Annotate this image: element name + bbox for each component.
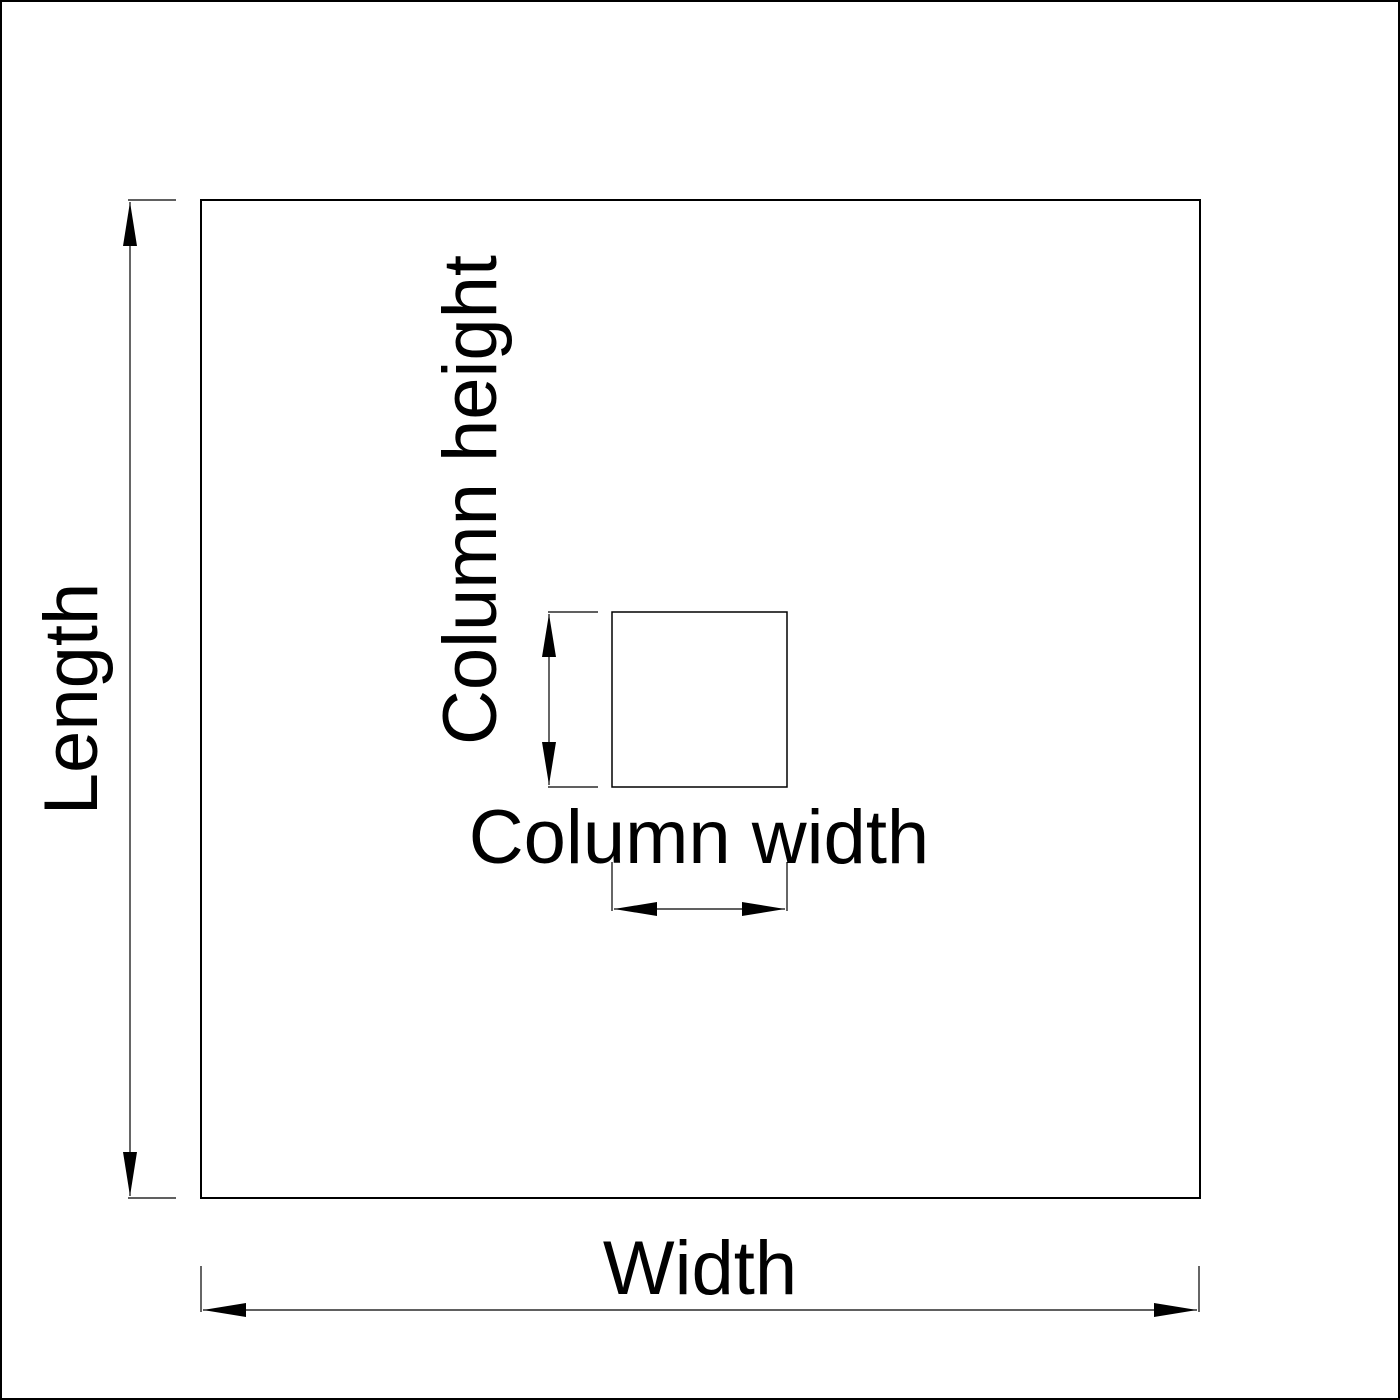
column-width-arrow-left xyxy=(614,902,657,916)
width-label: Width xyxy=(603,1226,797,1311)
slab-outline xyxy=(200,199,1201,1199)
width-arrow-right xyxy=(1154,1303,1197,1317)
column-height-label: Column height xyxy=(428,255,513,745)
length-arrow-top xyxy=(123,202,137,246)
column-height-dimension xyxy=(542,611,598,788)
column-width-label: Column width xyxy=(469,795,929,880)
column-outline xyxy=(611,611,788,788)
column-width-arrow-right xyxy=(742,902,785,916)
column-width-dimension xyxy=(611,862,788,916)
width-arrow-left xyxy=(203,1303,246,1317)
width-dimension xyxy=(200,1266,1200,1317)
length-arrow-bottom xyxy=(123,1152,137,1196)
length-dimension xyxy=(123,199,176,1199)
column-height-arrow-top xyxy=(542,614,556,657)
column-height-arrow-bottom xyxy=(542,742,556,785)
length-label: Length xyxy=(29,583,114,815)
